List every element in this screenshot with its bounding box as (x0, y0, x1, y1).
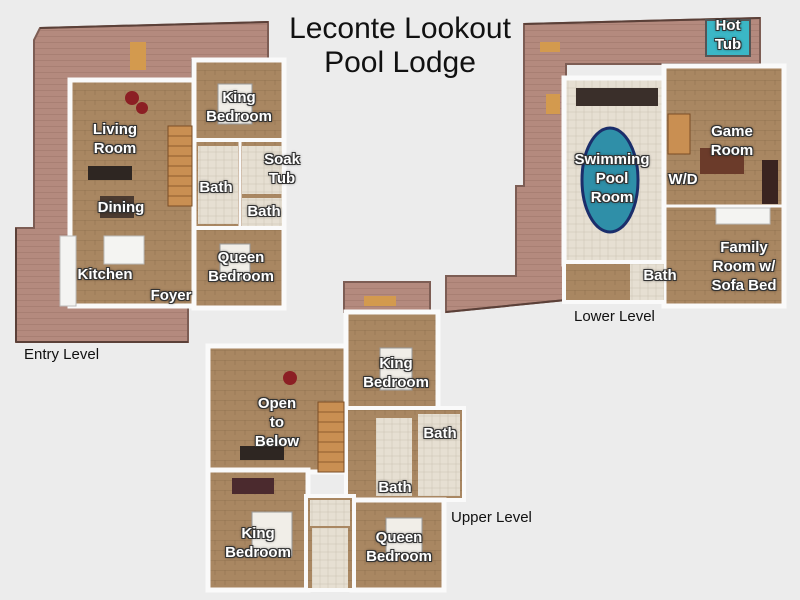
room-label-upper-bath-2: Bath (378, 479, 412, 496)
upper-level-plan (205, 281, 466, 593)
room-label-lower-bath: Bath (643, 267, 677, 284)
entry-sofa (88, 166, 132, 180)
lower-stairs (667, 113, 691, 155)
room-label-wd: W/D (668, 171, 698, 188)
page-title-line-2: Pool Lodge (324, 46, 476, 79)
pool-water (580, 126, 640, 234)
lower-pool-lounge-row (576, 88, 658, 106)
lower-level-label: Lower Level (574, 308, 655, 325)
lower-sofa (762, 160, 778, 204)
entry-kitchen-counter (59, 235, 77, 307)
hot-tub (705, 19, 751, 57)
room-label-kitchen: Kitchen (77, 266, 133, 283)
upper-king-bed-2 (251, 511, 293, 557)
upper-king-bed-1 (379, 347, 413, 391)
lower-deck-chair-1 (540, 42, 560, 52)
room-label-upper-bath-1: Bath (423, 425, 457, 442)
upper-south-east (349, 497, 447, 593)
upper-level-label: Upper Level (451, 509, 532, 526)
upper-armchair (283, 371, 297, 385)
lower-game-table (700, 148, 744, 174)
entry-level-label: Entry Level (24, 346, 100, 363)
room-label-foyer: Foyer (150, 287, 192, 304)
lower-deck-chair-2 (546, 94, 560, 114)
entry-king-bed (217, 83, 253, 125)
entry-kitchen-island (103, 235, 145, 265)
entry-armchair (125, 91, 139, 105)
page-title-line-1: Leconte Lookout (289, 12, 511, 45)
upper-balcony-chair (364, 296, 396, 306)
entry-level-plan (15, 20, 287, 343)
room-label-dining: Dining (97, 199, 145, 216)
entry-dining-table (100, 196, 134, 218)
lower-family-counter (715, 207, 771, 225)
entry-queen-bed (219, 243, 251, 281)
upper-stairs (317, 401, 345, 473)
upper-loveseat (232, 478, 274, 494)
upper-sofa (240, 446, 284, 460)
lower-level-plan (445, 16, 787, 314)
room-label-entry-bath-2: Bath (247, 203, 281, 220)
entry-deck-table (130, 42, 146, 70)
upper-queen-bed (385, 517, 423, 557)
room-label-entry-bath-1: Bath (199, 179, 233, 196)
